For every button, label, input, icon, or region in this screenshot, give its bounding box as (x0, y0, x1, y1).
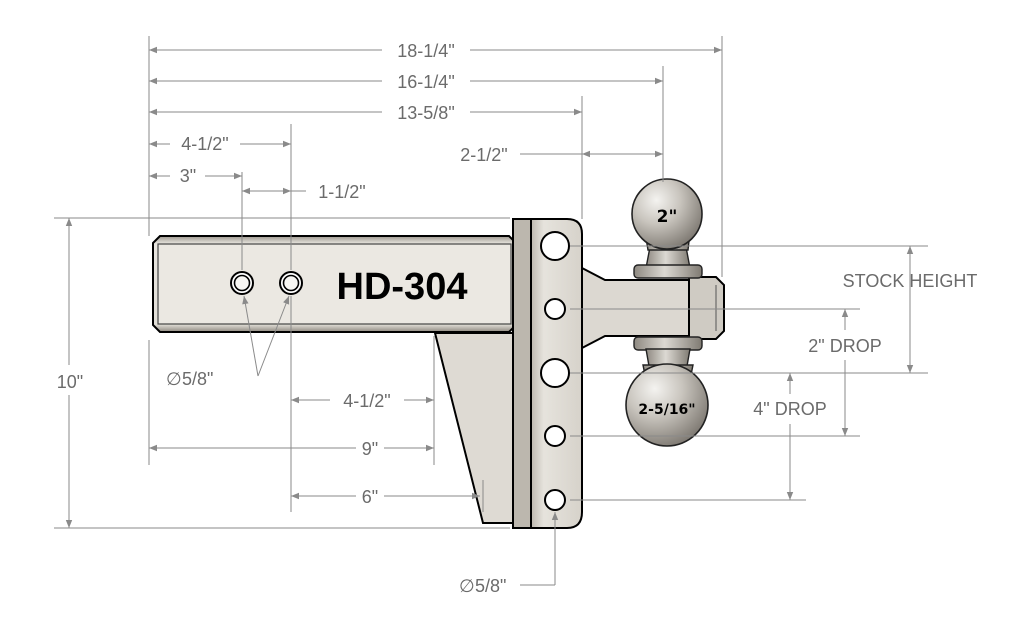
svg-text:2-1/2": 2-1/2" (460, 145, 507, 165)
svg-text:5/8": 5/8" (475, 576, 506, 596)
svg-text:5/8": 5/8" (182, 369, 213, 389)
ball-top-size-label: 2" (657, 207, 678, 227)
dim-first-hole: 3" (149, 166, 242, 186)
svg-text:4-1/2": 4-1/2" (343, 391, 390, 411)
svg-text:6": 6" (362, 487, 378, 507)
plate-hole-3 (540, 358, 570, 388)
dim-pin-hole-2-offset: 4-1/2" (149, 134, 291, 154)
dim-shank-hole-diameter: ∅ 5/8" (166, 295, 290, 389)
shank-pin-hole-1 (230, 271, 254, 295)
plate-hole-5 (544, 489, 566, 511)
dim-stock-height: STOCK HEIGHT (843, 246, 978, 373)
dim-to-ball-center: 16-1/4" (149, 72, 663, 92)
svg-text:13-5/8": 13-5/8" (397, 103, 454, 123)
dim-hole-spacing: 1-1/2" (242, 182, 366, 202)
dim-hole-to-gusset: 4-1/2" (291, 391, 434, 411)
svg-text:STOCK HEIGHT: STOCK HEIGHT (843, 271, 978, 291)
dim-plate-hole-diameter: ∅ 5/8" (459, 512, 559, 596)
dim-shank-length: 9" (149, 439, 434, 459)
shank-pin-hole-2 (279, 271, 303, 295)
svg-text:10": 10" (57, 372, 83, 392)
dim-to-plate-face: 13-5/8" (149, 103, 582, 123)
svg-text:∅: ∅ (166, 369, 182, 389)
dim-overall-length: 18-1/4" (149, 41, 722, 61)
dim-4-inch-drop: 4" DROP (753, 373, 827, 500)
dim-hole-to-gusset-bottom: 6" (291, 487, 480, 507)
dim-2-inch-drop: 2" DROP (808, 309, 882, 436)
svg-text:1-1/2": 1-1/2" (318, 182, 365, 202)
dim-plate-to-ball: 2-1/2" (460, 145, 663, 165)
svg-text:2" DROP: 2" DROP (808, 336, 881, 356)
svg-text:9": 9" (362, 439, 378, 459)
ball-bottom: 2-5/16" (625, 336, 709, 447)
svg-text:4-1/2": 4-1/2" (181, 134, 228, 154)
svg-text:4" DROP: 4" DROP (753, 399, 826, 419)
plate-hole-2 (544, 298, 566, 320)
hitch-part: HD-304 2" (152, 178, 725, 529)
plate-hole-1 (540, 231, 570, 261)
extension-lines (54, 36, 928, 529)
plate-hole-4 (544, 425, 566, 447)
svg-text:3": 3" (180, 166, 196, 186)
shank (152, 235, 517, 333)
model-label: HD-304 (337, 266, 468, 308)
ball-bottom-size-label: 2-5/16" (638, 402, 695, 418)
svg-text:16-1/4": 16-1/4" (397, 72, 454, 92)
svg-text:18-1/4": 18-1/4" (397, 41, 454, 61)
ball-mount-arm (581, 266, 725, 350)
ball-top: 2" (631, 178, 703, 279)
plate-holes (540, 231, 570, 511)
svg-text:∅: ∅ (459, 576, 475, 596)
gusset (433, 332, 514, 524)
dim-total-height: 10" (57, 218, 83, 528)
